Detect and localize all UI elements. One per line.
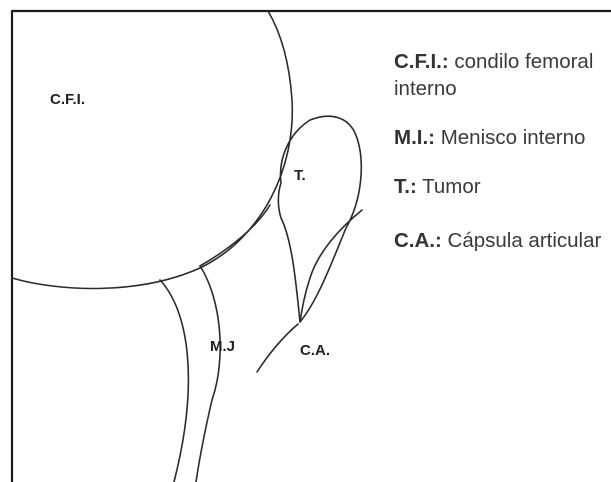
femoral-condyle-outline [12,11,292,288]
capsule-outline [257,324,298,372]
legend-item-cfi: C.F.I.: condilo femoral interno [394,48,604,102]
legend-abbr: T.: [394,175,417,198]
legend-item-t: T.: Tumor [394,173,604,200]
label-meniscus: M.J [210,338,235,355]
label-tumor: T. [294,167,306,184]
meniscus-outer-arc [160,280,188,482]
legend-abbr: M.I.: [394,126,435,149]
legend-abbr: C.A.: [394,229,442,252]
legend-text: Cápsula articular [442,229,602,252]
label-capsule: C.A. [300,342,330,359]
legend-item-ca: C.A.: Cápsula articular [394,227,604,254]
legend-text: Tumor [417,175,481,198]
meniscus-inner-arc [196,266,220,482]
tumor-outline [278,116,361,322]
legend: C.F.I.: condilo femoral interno M.I.: Me… [394,48,604,276]
legend-abbr: C.F.I.: [394,50,449,73]
label-femoral-condyle: C.F.I. [50,91,85,108]
legend-text: Menisco interno [435,126,585,149]
legend-item-mi: M.I.: Menisco interno [394,124,604,151]
meniscus-top-connector [200,205,270,266]
